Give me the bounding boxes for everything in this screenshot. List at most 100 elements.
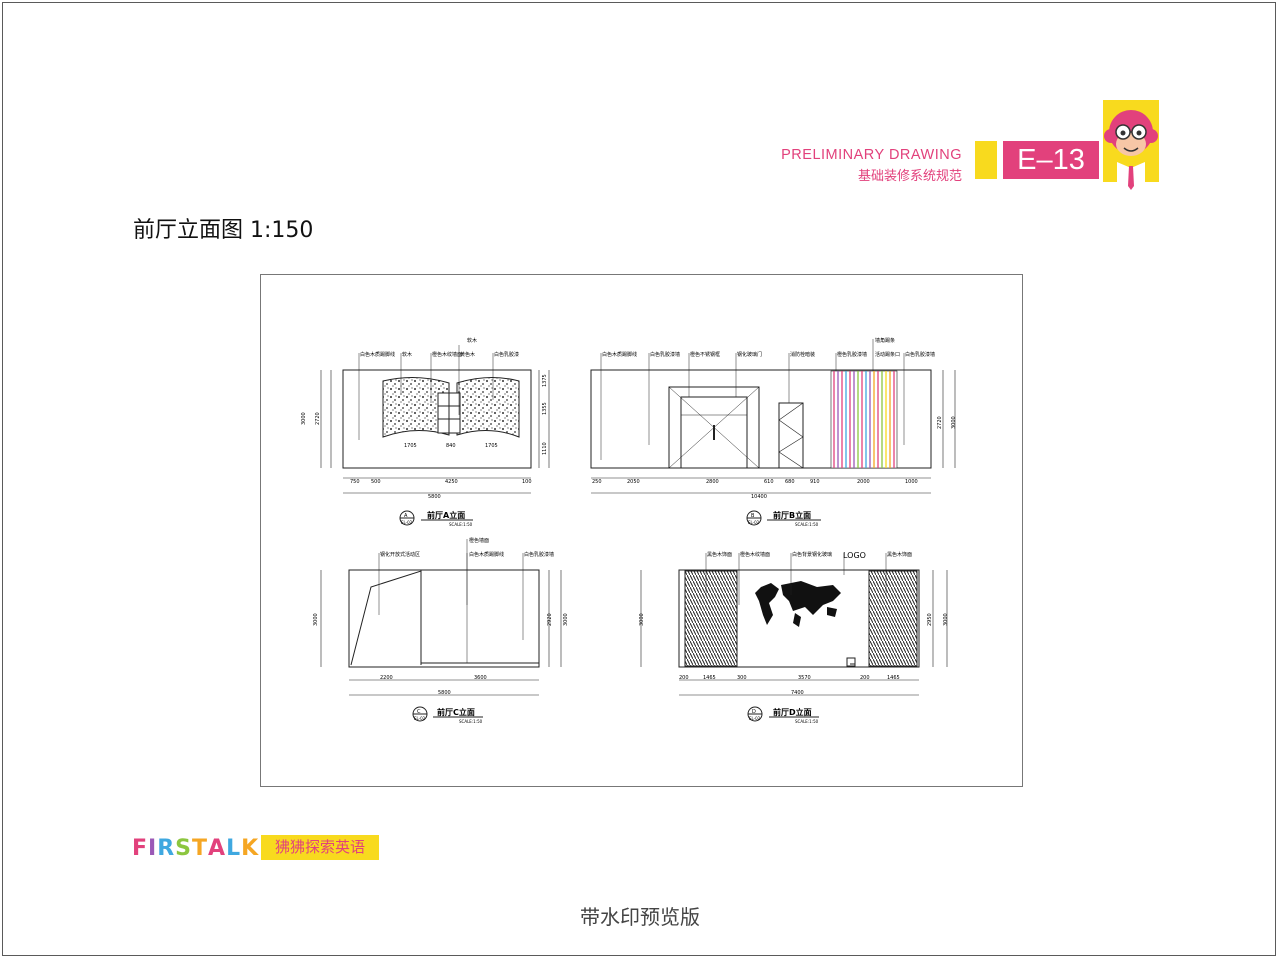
monkey-mascot-icon bbox=[1103, 100, 1159, 190]
brand-letter-5: T bbox=[192, 836, 209, 861]
elev-b-title: 前厅B立面 bbox=[773, 510, 811, 520]
elev-b-dim-2: 2050 bbox=[627, 479, 640, 485]
elev-d-callout-3: 白色背景钢化玻璃 bbox=[792, 551, 832, 558]
elev-a-dim-inner-3: 1705 bbox=[485, 443, 498, 449]
elev-b-callout-6: 墙角踢条 bbox=[875, 337, 895, 344]
header-title-cn: 基础装修系统规范 bbox=[857, 169, 962, 184]
elev-c-callout-4: 白色乳胶漆墙 bbox=[524, 551, 554, 558]
elev-d-dim-2: 1465 bbox=[703, 675, 716, 681]
elev-b-dim-right-2: 3000 bbox=[951, 416, 957, 429]
brand-letter-1: F bbox=[132, 836, 149, 861]
elevation-b: 白色木质踢脚线 白色乳胶漆墙 橙色不锈钢框 钢化玻璃门 消防栓暗装 墙角踢条 橙… bbox=[590, 337, 957, 527]
elev-b-callout-8: 活动踢条口 bbox=[875, 351, 900, 358]
elev-d-dim-right-1: 2950 bbox=[927, 613, 933, 626]
elev-b-callout-2: 白色乳胶漆墙 bbox=[650, 351, 680, 358]
elev-b-marker-top: B bbox=[751, 513, 755, 519]
elev-b-scale: SCALE:1:50 bbox=[795, 522, 819, 527]
elev-a-callout-6: 白色乳胶漆 bbox=[494, 351, 519, 358]
elev-a-callout-3: 橙色木纹墙面 bbox=[432, 351, 462, 358]
elev-c-callout-1: 钢化开放式活动区 bbox=[380, 551, 420, 558]
page-code-badge: E–13 bbox=[1003, 141, 1099, 179]
elev-b-dim-3: 2800 bbox=[706, 479, 719, 485]
elev-b-dim-7: 2000 bbox=[857, 479, 870, 485]
elev-a-dim-left-2: 2720 bbox=[315, 412, 321, 425]
brand-letter-6: A bbox=[208, 836, 227, 861]
elev-b-marker-bottom: EL-02 bbox=[748, 520, 760, 525]
elev-d-marker-top: D bbox=[752, 709, 756, 715]
elev-a-dim-1: 750 bbox=[350, 479, 360, 485]
elev-c-dim-left-1: 3000 bbox=[313, 613, 319, 626]
elev-c-dim-right-1: 2920 bbox=[547, 613, 553, 626]
elev-d-title: 前厅D立面 bbox=[773, 707, 812, 717]
elev-d-dim-right-2: 3000 bbox=[943, 613, 949, 626]
drawing-frame: 白色木质踢脚线 软木 橙色木纹墙面 软木 黄色木 白色乳胶漆 750 500 4… bbox=[260, 274, 1023, 787]
brand-chinese-name: 狒狒探索英语 bbox=[261, 835, 379, 860]
header-title-en: PRELIMINARY DRAWING bbox=[781, 147, 962, 163]
elev-c-callout-3: 白色木质踢脚线 bbox=[469, 551, 504, 558]
watermark-text: 带水印预览版 bbox=[580, 905, 700, 929]
elev-a-dim-inner-2: 840 bbox=[446, 443, 456, 449]
header-yellow-block bbox=[975, 141, 997, 179]
elevation-d: 黑色木饰面 橙色木纹墙面 白色背景钢化玻璃 LOGO 黑色木饰面 200 146… bbox=[639, 551, 949, 724]
elev-b-callout-7: 橙色乳胶漆墙 bbox=[837, 351, 867, 358]
elev-a-marker-top: A bbox=[404, 513, 408, 519]
elev-d-dim-6: 1465 bbox=[887, 675, 900, 681]
elev-b-dim-right-1: 2720 bbox=[937, 416, 943, 429]
elev-a-dim-2: 500 bbox=[371, 479, 381, 485]
elev-a-scale: SCALE:1:50 bbox=[449, 522, 473, 527]
elev-c-title: 前厅C立面 bbox=[437, 707, 475, 717]
brand-letter-3: R bbox=[157, 836, 176, 861]
brand-logo: FIRSTALK bbox=[132, 836, 259, 861]
elev-b-dim-total: 10400 bbox=[751, 494, 767, 500]
brand-letter-4: S bbox=[175, 836, 193, 861]
elev-b-dim-1: 250 bbox=[592, 479, 602, 485]
brand-letter-7: L bbox=[226, 836, 242, 861]
elev-b-dim-4: 610 bbox=[764, 479, 774, 485]
elev-a-dim-left-1: 3000 bbox=[301, 412, 307, 425]
brand-letter-8: K bbox=[241, 836, 260, 861]
elev-a-dim-3: 4250 bbox=[445, 479, 458, 485]
elev-d-callout-5: 黑色木饰面 bbox=[887, 551, 912, 558]
elev-b-dim-6: 910 bbox=[810, 479, 820, 485]
elev-d-callout-4: LOGO bbox=[843, 551, 866, 560]
elev-c-marker-top: C bbox=[417, 709, 421, 715]
elev-b-callout-1: 白色木质踢脚线 bbox=[602, 351, 637, 358]
elev-d-scale: SCALE:1:50 bbox=[795, 719, 819, 724]
elev-d-dim-left-1: 3000 bbox=[639, 613, 645, 626]
elev-d-dim-5: 200 bbox=[860, 675, 870, 681]
elev-a-callout-5: 黄色木 bbox=[460, 351, 475, 358]
elevation-c: 钢化开放式活动区 橙色墙面 白色木质踢脚线 白色乳胶漆墙 2200 3600 5… bbox=[313, 537, 569, 724]
elev-d-dim-4: 3570 bbox=[798, 675, 811, 681]
elev-c-dim-right-2: 3000 bbox=[563, 613, 569, 626]
elev-b-dim-5: 680 bbox=[785, 479, 795, 485]
elev-d-dim-3: 300 bbox=[737, 675, 747, 681]
elev-a-dim-total: 5800 bbox=[428, 494, 441, 500]
elev-b-callout-3: 橙色不锈钢框 bbox=[690, 351, 720, 358]
elev-a-dim-right-3: 1110 bbox=[542, 442, 548, 455]
elev-d-callout-1: 黑色木饰面 bbox=[707, 551, 732, 558]
elev-b-dim-8: 1000 bbox=[905, 479, 918, 485]
page-title: 前厅立面图 1:150 bbox=[133, 218, 314, 243]
elevation-drawings: 白色木质踢脚线 软木 橙色木纹墙面 软木 黄色木 白色乳胶漆 750 500 4… bbox=[301, 337, 957, 724]
elev-c-dim-1: 2200 bbox=[380, 675, 393, 681]
elev-a-dim-right-2: 1355 bbox=[542, 402, 548, 415]
elev-a-callout-1: 白色木质踢脚线 bbox=[360, 351, 395, 358]
elevation-a: 白色木质踢脚线 软木 橙色木纹墙面 软木 黄色木 白色乳胶漆 750 500 4… bbox=[301, 337, 550, 527]
elev-c-scale: SCALE:1:50 bbox=[459, 719, 483, 724]
elev-b-callout-5: 消防栓暗装 bbox=[790, 351, 815, 358]
elev-a-dim-inner-1: 1705 bbox=[404, 443, 417, 449]
elev-a-marker-bottom: EL-02 bbox=[401, 520, 413, 525]
elev-a-callout-2: 软木 bbox=[402, 351, 412, 358]
elev-a-dim-4: 100 bbox=[522, 479, 532, 485]
elev-c-callout-2: 橙色墙面 bbox=[469, 537, 489, 544]
elev-d-callout-2: 橙色木纹墙面 bbox=[740, 551, 770, 558]
elev-d-dim-1: 200 bbox=[679, 675, 689, 681]
elev-a-callout-4: 软木 bbox=[467, 337, 477, 344]
elev-d-marker-bottom: EL-02 bbox=[749, 716, 761, 721]
elev-c-marker-bottom: EL-02 bbox=[414, 716, 426, 721]
elev-c-dim-2: 3600 bbox=[474, 675, 487, 681]
elev-a-title: 前厅A立面 bbox=[427, 510, 465, 520]
elev-b-callout-9: 白色乳胶漆墙 bbox=[905, 351, 935, 358]
brand-letter-2: I bbox=[148, 836, 158, 861]
